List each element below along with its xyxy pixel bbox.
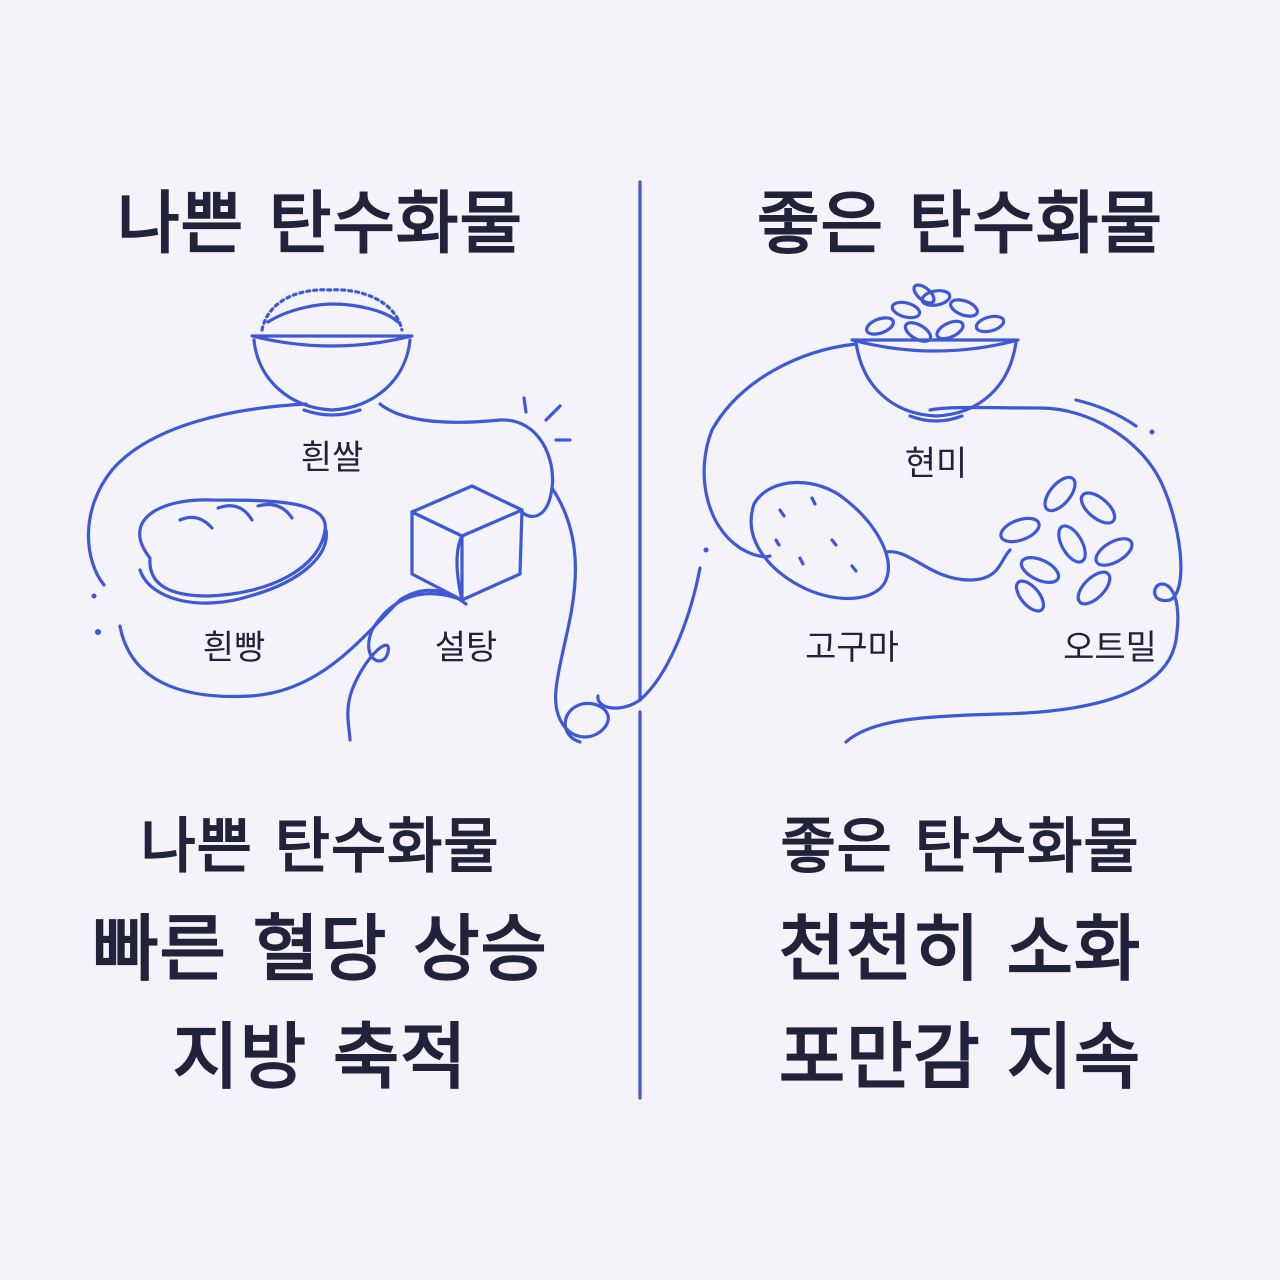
food-label-sweet-potato: 고구마 [805, 628, 899, 668]
food-label-white-bread: 흰빵 [202, 628, 266, 668]
panel-title: 좋은 탄수화물 [756, 185, 1164, 264]
good-carbs-panel: 좋은 탄수화물 현미 고구마 오트밀 좋은 탄수화물 천천히 소화 포만감 지속 [640, 0, 1280, 1280]
effect-line-2: 포만감 지속 [778, 1015, 1142, 1099]
right-flow-tail [844, 582, 1180, 744]
bad-carbs-panel: 나쁜 탄수화물 흰쌀 흰빵 설탕 나쁜 탄수화물 빠른 혈당 상승 지방 축적 [92, 185, 548, 1099]
oat-flakes-icon [999, 475, 1134, 613]
right-flow-arc [1074, 398, 1138, 428]
brown-rice-bowl-icon [850, 283, 1020, 423]
sugar-cube-icon [410, 484, 524, 602]
panel-subtitle: 나쁜 탄수화물 [140, 812, 500, 882]
left-flow-loop [550, 486, 610, 744]
center-connector [596, 566, 702, 710]
food-label-sugar: 설탕 [434, 628, 498, 668]
food-label-brown-rice: 현미 [904, 444, 968, 484]
effect-line-1: 빠른 혈당 상승 [92, 907, 548, 991]
food-label-white-rice: 흰쌀 [300, 438, 364, 478]
left-flow-tail [346, 592, 464, 742]
panel-subtitle: 좋은 탄수화물 [780, 812, 1140, 882]
rice-bowl-icon [250, 288, 414, 417]
sweet-potato-icon [749, 480, 890, 601]
effect-line-2: 지방 축적 [172, 1015, 468, 1099]
left-flow-line [86, 402, 555, 699]
right-flow-line [702, 342, 1183, 602]
sparkle-icon [522, 396, 572, 442]
effect-line-1: 천천히 소화 [778, 907, 1142, 991]
food-label-oatmeal: 오트밀 [1063, 628, 1157, 668]
bread-icon [138, 498, 328, 605]
panel-title: 나쁜 탄수화물 [116, 185, 524, 264]
